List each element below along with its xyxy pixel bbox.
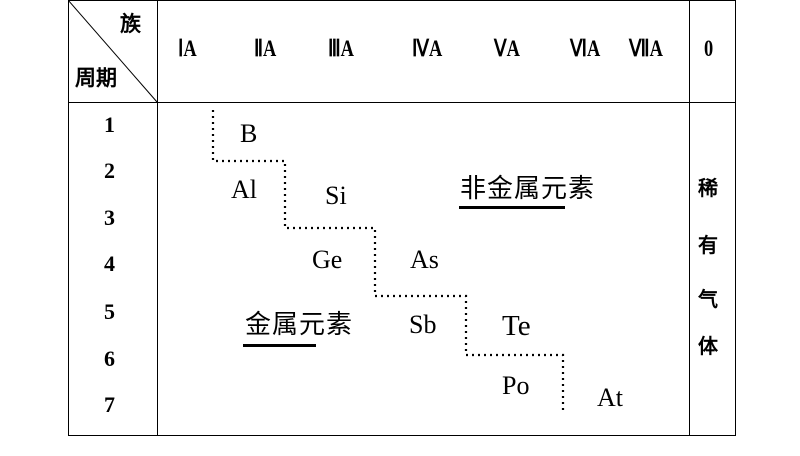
period-number: 7 [104, 392, 115, 417]
period-number: 5 [104, 299, 115, 324]
noble-gas-char: 稀 [698, 176, 718, 200]
border-bottom [68, 435, 736, 436]
group-label: 族 [120, 11, 141, 36]
group-header: ⅣA [412, 36, 443, 61]
corner-diagonal [68, 0, 158, 103]
metal-underline [243, 344, 316, 347]
group-header: ⅦA [629, 36, 663, 61]
element-symbol: Ge [312, 245, 343, 274]
border-left [68, 0, 69, 436]
border-col0 [689, 0, 690, 436]
group-header: ⅠA [178, 36, 197, 61]
element-symbol: Si [325, 181, 347, 210]
group-header: 0 [704, 36, 714, 61]
period-number: 1 [104, 112, 115, 137]
element-symbol: Al [231, 175, 257, 204]
metal-region-label: 金属元素 [245, 310, 354, 340]
noble-gas-char: 气 [698, 287, 718, 311]
group-header: ⅡA [254, 36, 277, 61]
noble-gas-char: 有 [698, 233, 718, 257]
border-col1 [157, 0, 158, 436]
group-header: ⅢA [328, 36, 354, 61]
period-number: 6 [104, 346, 115, 371]
period-label: 周期 [75, 65, 117, 90]
nonmetal-underline [459, 206, 565, 209]
element-symbol: Te [502, 310, 531, 342]
noble-gas-char: 体 [698, 334, 718, 358]
period-number: 3 [104, 205, 115, 230]
group-header: ⅤA [494, 36, 520, 61]
element-symbol: B [240, 119, 258, 148]
border-right [735, 0, 736, 436]
period-number: 4 [104, 251, 115, 276]
group-header: ⅥA [570, 36, 601, 61]
border-top [68, 0, 736, 1]
element-symbol: As [410, 245, 439, 274]
period-number: 2 [104, 158, 115, 183]
element-symbol: At [597, 383, 623, 412]
element-symbol: Sb [409, 310, 437, 339]
nonmetal-region-label: 非金属元素 [460, 174, 596, 204]
border-header [68, 102, 736, 103]
element-symbol: Po [502, 371, 530, 400]
